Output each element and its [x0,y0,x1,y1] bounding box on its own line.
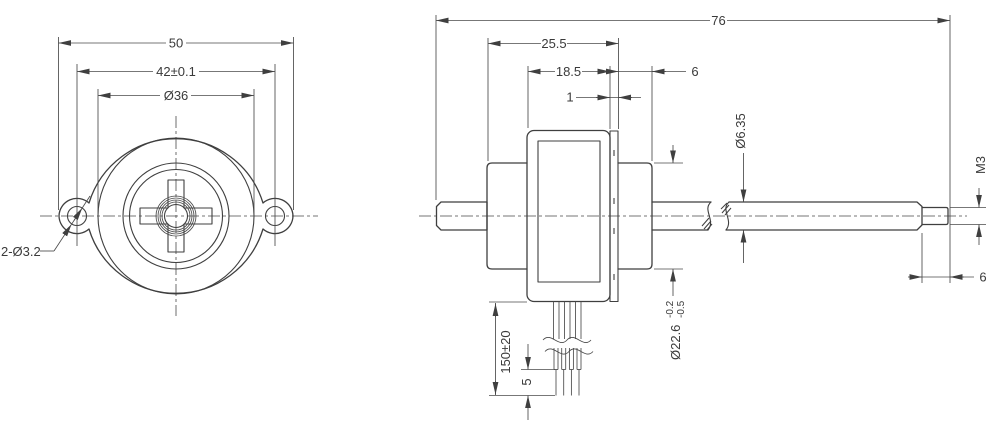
dim-boss-to-plate: 25.5 [488,36,619,51]
front-flange-outline [58,138,294,294]
side-front-boss [486,162,528,270]
dim-tip-thread-length: 6 [908,270,987,285]
dim-tip-thread: M3 [973,156,988,245]
front-extension-lines [58,37,294,246]
dim-label-overall-width: 50 [169,36,183,51]
dim-rear-boss-length: 6 [604,64,699,79]
front-thread-rings [155,195,197,237]
side-view: 76 25.5 18.5 6 1 [419,13,988,420]
dim-label-boss-to-plate: 25.5 [541,36,566,51]
dim-label-wire-length: 150±20 [498,330,513,373]
dim-label-hole-spacing: 42±0.1 [156,64,196,79]
dim-body-diameter: Ø36 [98,88,254,103]
dim-plate-thickness: 1 [566,90,641,105]
dim-screw-diameter: Ø6.35 [733,113,748,263]
side-rear-plate [609,130,619,303]
front-view: 50 42±0.1 Ø36 2-Ø3.2 [1,36,318,316]
dim-label-plate-thickness: 1 [566,90,573,105]
lead-screw-shaft [725,201,923,231]
dim-label-overall-length: 76 [711,13,725,28]
dim-label-tip-thread: M3 [973,156,988,174]
dim-mounting-holes-leader: 2-Ø3.2 [1,195,91,259]
dim-wire-length: 150±20 [492,303,513,395]
dim-label-pilot-tol-upper: -0.2 [665,300,676,318]
dim-label-pilot-diameter: Ø22.6 [668,325,683,360]
shaft-break-right-curve [725,201,730,231]
wire-bundle [553,301,582,339]
dim-label-strip-length: 5 [519,378,534,385]
side-rear-boss [617,162,653,270]
shaft-break-hatching [701,202,732,231]
dim-pilot-diameter: Ø22.6 -0.2 -0.5 [665,145,687,360]
front-pilot-boss-circle [122,162,230,270]
dim-label-rear-boss-length: 6 [691,64,698,79]
dim-label-body-diameter: Ø36 [164,88,189,103]
side-body-label [537,140,601,283]
dim-label-screw-diameter: Ø6.35 [733,113,748,148]
side-lead-wires [542,301,594,396]
dim-label-mounting-holes: 2-Ø3.2 [1,244,41,259]
side-lead-screw [651,201,949,231]
dim-label-can-length: 18.5 [556,64,581,79]
dim-overall-length: 76 [436,13,950,28]
dim-hole-spacing: 42±0.1 [77,64,275,79]
dim-label-pilot-tol-lower: -0.5 [676,300,687,318]
dim-label-tip-thread-length: 6 [979,270,986,285]
wire-break-wave-upper [542,337,592,343]
front-pilot-step-circle [128,168,224,264]
side-extension-lines [435,15,986,396]
dim-strip-length: 5 [519,344,534,420]
dim-overall-width: 50 [58,36,294,51]
wire-ends-bare [555,369,580,396]
dim-label-pilot-diameter-group: Ø22.6 -0.2 -0.5 [665,300,687,360]
m3-threaded-tip [921,206,949,226]
